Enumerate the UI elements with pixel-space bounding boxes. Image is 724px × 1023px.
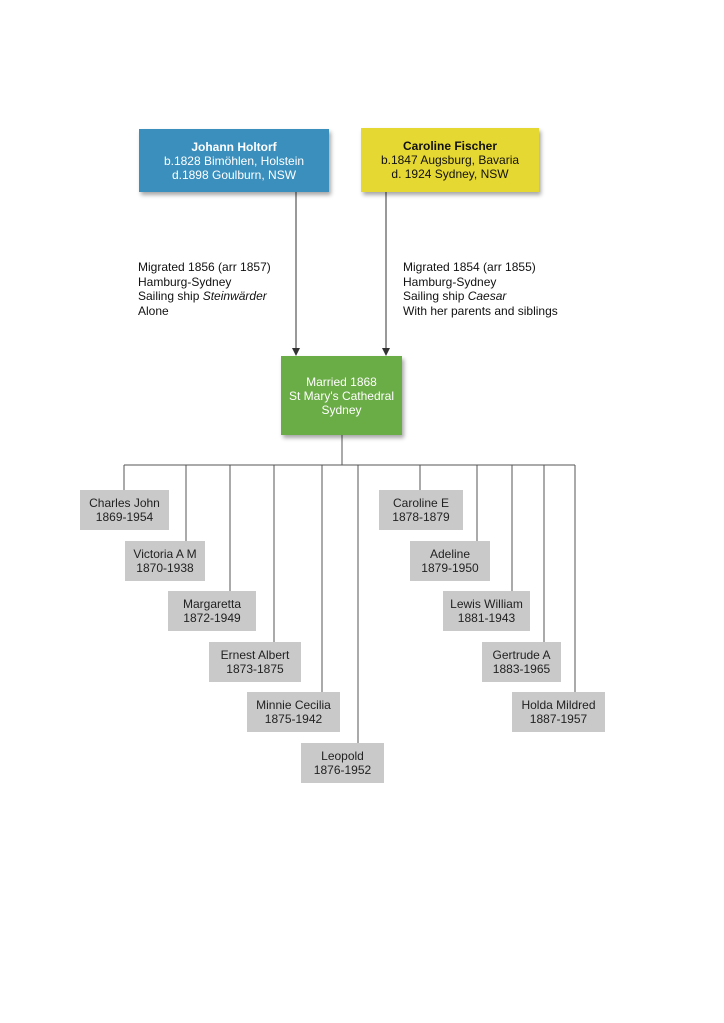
father-migration-line2: Hamburg-Sydney (138, 274, 232, 289)
father-migration-line4: Alone (138, 303, 169, 318)
father-migration-line1: Migrated 1856 (arr 1857) (138, 260, 271, 274)
child-name: Gertrude A (492, 648, 551, 662)
father-death: d.1898 Goulburn, NSW (171, 167, 297, 182)
marriage-line1: Married 1868 (306, 374, 377, 389)
child-years: 1883-1965 (492, 662, 551, 676)
father-birth: b.1828 Bimöhlen, Holstein (163, 153, 305, 168)
father-ship-name: Steinwärder (202, 289, 267, 303)
mother-migration-line2: Hamburg-Sydney (403, 274, 497, 289)
child-years: 1872-1949 (183, 611, 241, 625)
mother-ship-prefix: Sailing ship (403, 289, 468, 303)
child-name: Charles John (89, 496, 160, 510)
father-box: Johann Holtorf b.1828 Bimöhlen, Holstein… (139, 129, 329, 192)
father-name: Johann Holtorf (191, 139, 277, 154)
mother-box: Caroline Fischer b.1847 Augsburg, Bavari… (361, 128, 539, 192)
mother-ship-name: Caesar (467, 289, 507, 303)
child-years: 1873-1875 (226, 662, 284, 676)
marriage-line2: St Mary's Cathedral (289, 388, 394, 403)
child-years: 1878-1879 (392, 510, 450, 524)
child-years: 1881-1943 (457, 611, 516, 625)
child-name: Leopold (321, 749, 364, 763)
mother-migration-line1: Migrated 1854 (arr 1855) (403, 260, 536, 274)
child-years: 1869-1954 (95, 510, 154, 524)
mother-migration-ship: Sailing ship Caesar (403, 289, 558, 304)
marriage-box: Married 1868 St Mary's Cathedral Sydney (281, 356, 402, 435)
child-name: Minnie Cecilia (256, 698, 331, 712)
father-ship-prefix: Sailing ship (138, 289, 203, 303)
child-years: 1879-1950 (421, 561, 479, 575)
child-name: Victoria A M (133, 547, 197, 561)
child-name: Caroline E (392, 496, 450, 510)
mother-death: d. 1924 Sydney, NSW (391, 167, 509, 181)
father-migration-note: Migrated 1856 (arr 1857) Hamburg-Sydney … (138, 260, 271, 318)
marriage-line3: Sydney (321, 402, 362, 417)
mother-name: Caroline Fischer (402, 139, 498, 153)
mother-migration-note: Migrated 1854 (arr 1855) Hamburg-Sydney … (403, 260, 558, 318)
child-years: 1870-1938 (136, 561, 194, 575)
mother-birth: b.1847 Augsburg, Bavaria (380, 153, 520, 167)
father-migration-ship: Sailing ship Steinwärder (138, 289, 271, 304)
child-years: 1876-1952 (313, 763, 372, 777)
child-name: Ernest Albert (220, 648, 290, 662)
child-name: Lewis William (450, 597, 523, 611)
child-name: Holda Mildred (521, 698, 596, 712)
child-years: 1887-1957 (529, 712, 588, 726)
mother-migration-line4: With her parents and siblings (403, 303, 558, 318)
child-years: 1875-1942 (264, 712, 323, 726)
child-name: Adeline (429, 547, 471, 561)
child-name: Margaretta (182, 597, 242, 611)
